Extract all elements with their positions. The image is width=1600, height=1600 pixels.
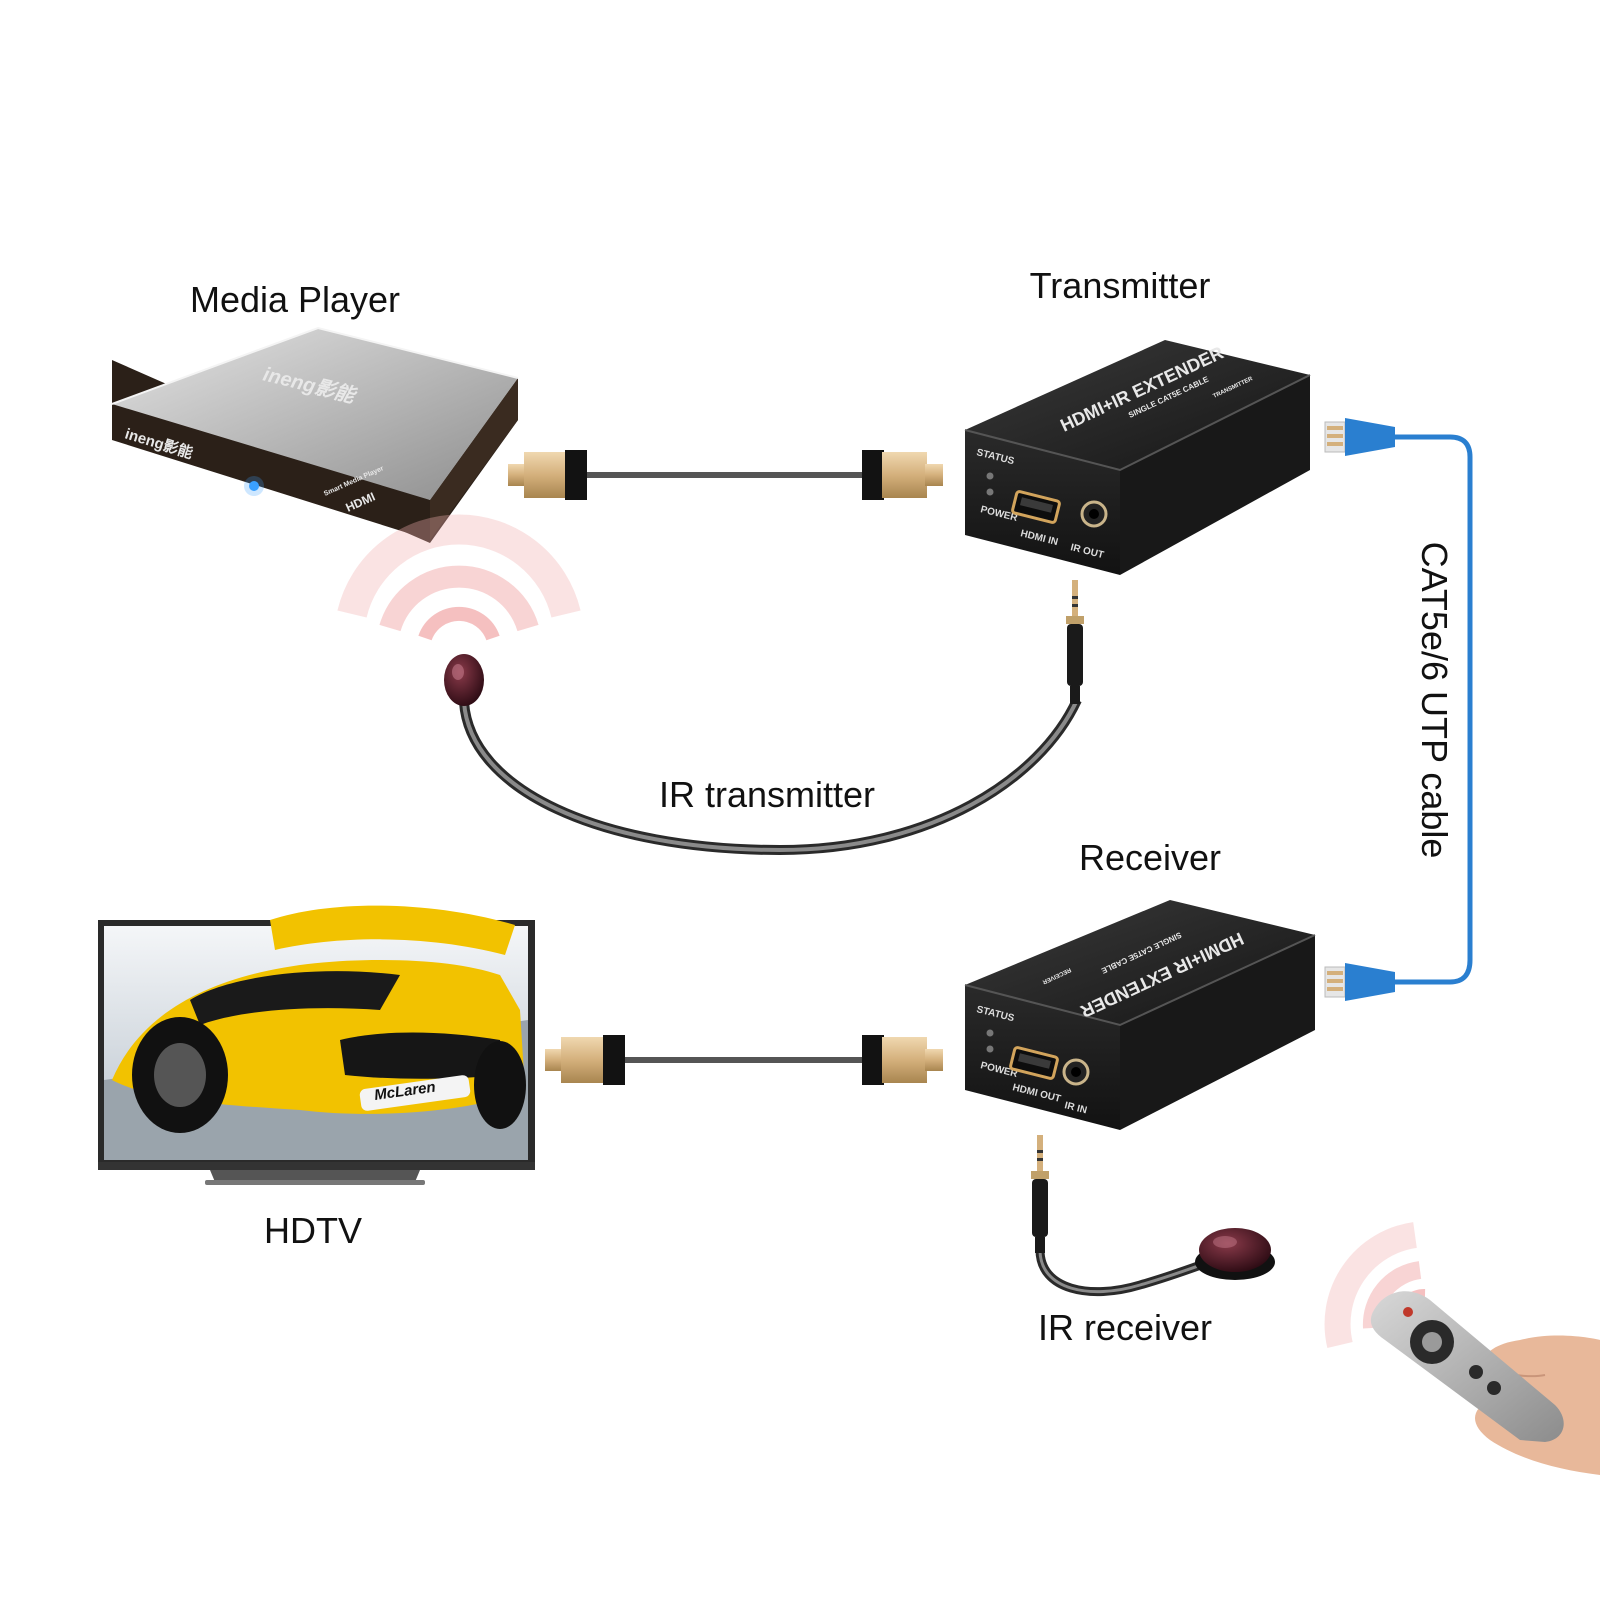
ir-transmitter-cable: [444, 580, 1084, 856]
remote-button-icon: [1469, 1365, 1483, 1379]
transmitter-device: HDMI+IR EXTENDER SINGLE CAT5E CABLE TRAN…: [964, 340, 1311, 575]
utp-cable-label: CAT5e/6 UTP cable: [1414, 542, 1455, 859]
ir-in-jack[interactable]: [1062, 1058, 1090, 1086]
ir-emitter-bulb-icon: [444, 654, 484, 706]
power-led-icon: [986, 1045, 994, 1053]
hdmi-in-port[interactable]: [1011, 490, 1061, 524]
power-led-icon: [986, 488, 994, 496]
ir-out-jack[interactable]: [1080, 500, 1108, 528]
ir-transmitter-label: IR transmitter: [659, 774, 875, 815]
hdtv-label: HDTV: [264, 1210, 362, 1251]
audio-jack-plug-icon: [1066, 580, 1084, 704]
utp-cable: [1324, 418, 1473, 1001]
power-led-icon: [249, 481, 259, 491]
status-led-icon: [986, 1029, 994, 1037]
hdmi-out-port[interactable]: [1009, 1046, 1059, 1080]
receiver-device: HDMI+IR EXTENDER SINGLE CAT5E CABLE RECE…: [964, 900, 1316, 1130]
receiver-ir-port-label: IR IN: [1063, 1100, 1088, 1116]
ir-receiver-label: IR receiver: [1038, 1307, 1212, 1348]
hdtv: McLaren: [98, 905, 535, 1185]
hdmi-connector-right: [862, 450, 943, 500]
ir-signal-waves-icon: [337, 514, 581, 641]
remote-control-icon: [1370, 1291, 1564, 1442]
hdmi-cable-top: [508, 450, 943, 500]
media-player-label: Media Player: [190, 279, 400, 320]
media-player: ineng影能 ineng影能 Smart Media Player HDMI: [111, 326, 519, 543]
transmitter-label: Transmitter: [1030, 265, 1211, 306]
hdmi-connector-left: [545, 1035, 625, 1085]
remote-power-button-icon: [1403, 1307, 1413, 1317]
remote-button-icon: [1487, 1381, 1501, 1395]
status-led-icon: [986, 472, 994, 480]
ir-receiver-cable: [1031, 1135, 1275, 1296]
hdmi-cable-bottom: [545, 1035, 943, 1085]
rj45-connector-bottom-icon: [1324, 963, 1395, 1001]
car-image: McLaren: [104, 905, 528, 1160]
hdmi-connector-right: [862, 1035, 943, 1085]
receiver-label: Receiver: [1079, 837, 1221, 878]
rj45-connector-top-icon: [1324, 418, 1395, 456]
audio-jack-plug-icon: [1031, 1135, 1049, 1253]
ir-receiver-sensor-icon: [1195, 1228, 1275, 1280]
hdmi-connector-left: [508, 450, 587, 500]
